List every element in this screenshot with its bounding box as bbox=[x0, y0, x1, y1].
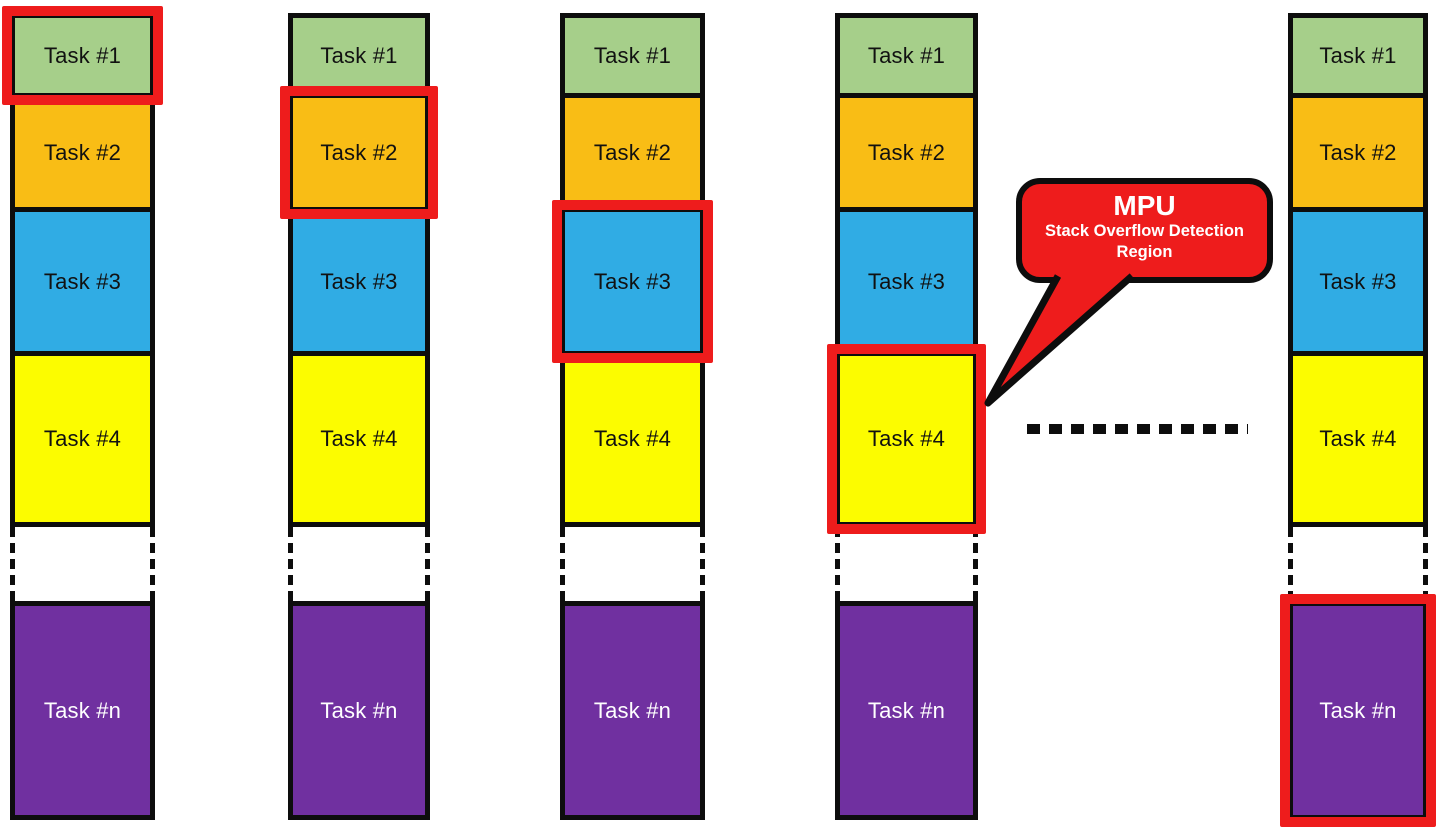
segment-task-2: Task #2 bbox=[835, 93, 978, 212]
segment-label: Task #1 bbox=[593, 42, 672, 68]
segment-label: Task #4 bbox=[320, 426, 398, 451]
segment-task-1: Task #1 bbox=[288, 13, 430, 98]
segment-task-2: Task #2 bbox=[1288, 93, 1428, 212]
mpu-callout-title: MPU bbox=[1113, 190, 1176, 221]
segment-label: Task #2 bbox=[593, 139, 672, 165]
segment-label: Task #4 bbox=[1319, 426, 1397, 451]
mpu-highlight-task-2 bbox=[280, 86, 438, 219]
stack-column-stack-state-3: Task #1 Task #2 Task #3 Task #4 Task #n bbox=[552, 0, 713, 834]
segment-label: Task #3 bbox=[43, 268, 122, 294]
segment-task-4: Task #4 bbox=[288, 351, 430, 527]
segment-task-1: Task #1 bbox=[1288, 13, 1428, 98]
segment-task-n: Task #n bbox=[1288, 601, 1428, 820]
stack-column-stack-state-n: Task #1 Task #2 Task #3 Task #4 Task #n bbox=[1280, 0, 1436, 834]
segment-task-n: Task #n bbox=[835, 601, 978, 820]
segment-task-1: Task #1 bbox=[560, 13, 705, 98]
mpu-callout-bubble: MPU Stack Overflow Detection Region bbox=[1016, 178, 1273, 283]
segment-task-n: Task #n bbox=[10, 601, 155, 820]
segment-label: Task #3 bbox=[1319, 268, 1397, 294]
mpu-highlight-task-4 bbox=[827, 344, 986, 534]
mpu-callout-subtitle-line2: Region bbox=[1116, 243, 1173, 261]
stack-gap bbox=[835, 527, 978, 601]
segment-label: Task #1 bbox=[1319, 42, 1397, 68]
segment-label: Task #4 bbox=[593, 426, 672, 451]
segment-label: Task #n bbox=[867, 697, 946, 723]
segment-label: Task #n bbox=[43, 697, 122, 723]
mpu-highlight-task-1 bbox=[2, 6, 163, 105]
segment-label: Task #4 bbox=[867, 426, 946, 451]
segment-task-3: Task #3 bbox=[835, 207, 978, 356]
segment-task-n: Task #n bbox=[288, 601, 430, 820]
segment-task-4: Task #4 bbox=[1288, 351, 1428, 527]
mpu-highlight-task-3 bbox=[552, 200, 713, 363]
stack-gap bbox=[1288, 527, 1428, 601]
segment-task-4: Task #4 bbox=[10, 351, 155, 527]
segment-label: Task #4 bbox=[43, 426, 122, 451]
continuation-dotted-line bbox=[1027, 424, 1248, 434]
segment-label: Task #1 bbox=[320, 42, 398, 68]
stack-column-stack-state-2: Task #1 Task #2 Task #3 Task #4 Task #n bbox=[280, 0, 438, 834]
stack-gap bbox=[10, 527, 155, 601]
stack-column-stack-state-4: Task #1 Task #2 Task #3 Task #4 Task #n bbox=[827, 0, 986, 834]
segment-label: Task #2 bbox=[43, 139, 122, 165]
segment-task-3: Task #3 bbox=[288, 207, 430, 356]
segment-label: Task #2 bbox=[867, 139, 946, 165]
segment-label: Task #2 bbox=[1319, 139, 1397, 165]
segment-label: Task #3 bbox=[593, 268, 672, 294]
segment-task-2: Task #2 bbox=[560, 93, 705, 212]
segment-label: Task #1 bbox=[867, 42, 946, 68]
segment-label: Task #3 bbox=[320, 268, 398, 294]
segment-label: Task #2 bbox=[320, 139, 398, 165]
segment-task-1: Task #1 bbox=[835, 13, 978, 98]
stack-column-stack-state-1: Task #1 Task #2 Task #3 Task #4 Task #n bbox=[2, 0, 163, 834]
mpu-callout-subtitle-line1: Stack Overflow Detection bbox=[1045, 222, 1244, 240]
mpu-highlight-task-n bbox=[1280, 594, 1436, 827]
segment-task-4: Task #4 bbox=[560, 351, 705, 527]
segment-label: Task #1 bbox=[43, 42, 122, 68]
segment-task-3: Task #3 bbox=[560, 207, 705, 356]
segment-task-2: Task #2 bbox=[10, 93, 155, 212]
segment-label: Task #n bbox=[320, 697, 398, 723]
segment-label: Task #n bbox=[1319, 697, 1397, 723]
segment-task-3: Task #3 bbox=[10, 207, 155, 356]
segment-label: Task #3 bbox=[867, 268, 946, 294]
stack-gap bbox=[288, 527, 430, 601]
segment-label: Task #n bbox=[593, 697, 672, 723]
segment-task-3: Task #3 bbox=[1288, 207, 1428, 356]
segment-task-2: Task #2 bbox=[288, 93, 430, 212]
stack-gap bbox=[560, 527, 705, 601]
segment-task-n: Task #n bbox=[560, 601, 705, 820]
